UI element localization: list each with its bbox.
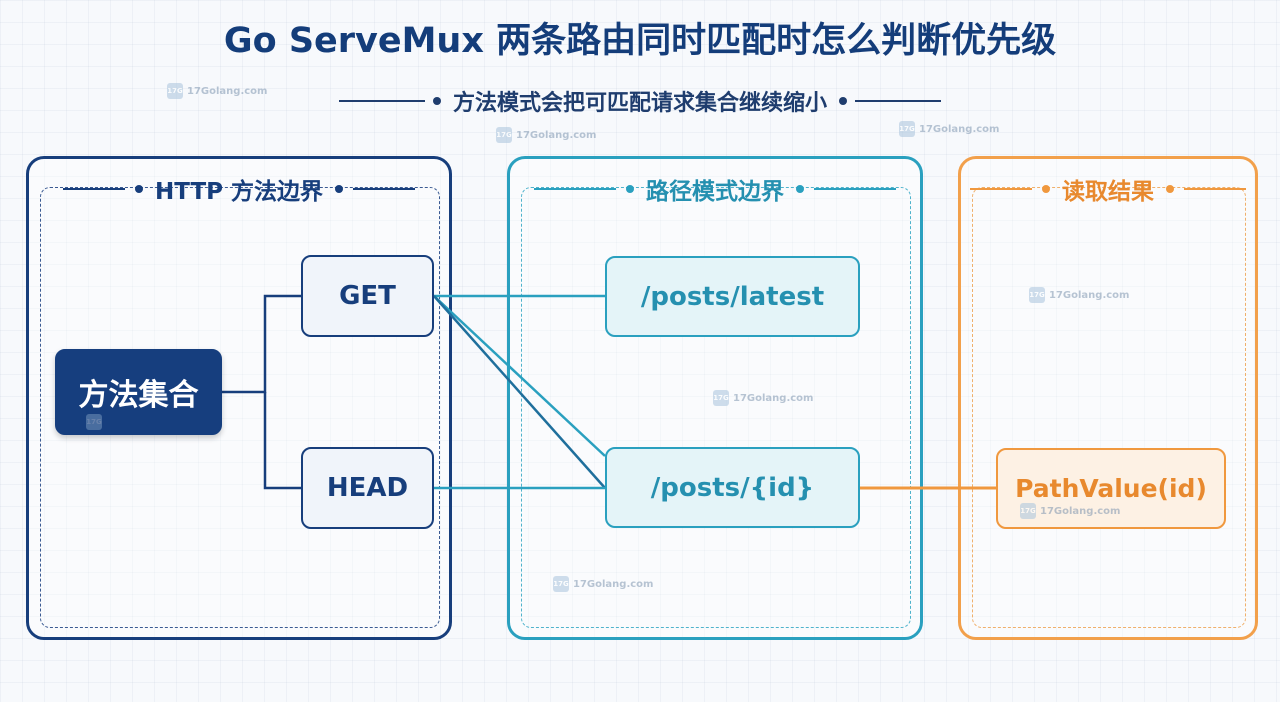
watermark-logo-icon: 17G	[86, 414, 102, 430]
get-label: GET	[339, 281, 396, 311]
posts-id-label: /posts/{id}	[650, 472, 815, 503]
set-to-get-wire	[222, 294, 301, 394]
posts-latest-node: /posts/latest	[605, 256, 860, 337]
subtitle-left-line	[338, 100, 425, 102]
watermark: 17G 17Golang.com	[1029, 287, 1129, 303]
get-method-node: GET	[301, 255, 434, 337]
result-panel	[958, 156, 1258, 640]
watermark-text: 17Golang.com	[919, 123, 1000, 135]
subtitle-row: 方法模式会把可匹配请求集合继续缩小	[0, 84, 1280, 118]
method-boundary-header: HTTP 方法边界	[26, 172, 452, 206]
method-boundary-title: HTTP 方法边界	[154, 179, 324, 205]
watermark: 17G 17Golang.com	[167, 83, 267, 99]
subtitle-left-dot	[432, 97, 441, 105]
header-line	[534, 188, 616, 190]
subtitle: 方法模式会把可匹配请求集合继续缩小	[452, 91, 827, 116]
get-to-id-wire	[433, 295, 606, 457]
header-dot	[626, 185, 634, 193]
header-line	[814, 188, 896, 190]
method-boundary-inner	[40, 187, 440, 628]
path-boundary-inner	[521, 187, 911, 628]
header-line	[1184, 188, 1246, 190]
watermark-text: 17Golang.com	[733, 392, 814, 404]
watermark: 17G 17Golang.com	[899, 121, 999, 137]
watermark-logo-icon: 17G	[1020, 503, 1036, 519]
set-to-head-wire	[263, 392, 301, 490]
header-line	[970, 188, 1032, 190]
watermark-text: 17Golang.com	[516, 129, 597, 141]
result-title: 读取结果	[1062, 179, 1154, 205]
header-line	[353, 188, 416, 190]
method-set-label: 方法集合	[78, 378, 199, 413]
path-boundary-title: 路径模式边界	[646, 179, 784, 205]
watermark-logo-icon: 17G	[899, 121, 915, 137]
header-dot	[1166, 185, 1174, 193]
watermark-text: 17Golang.com	[1049, 289, 1130, 301]
get-to-id-wire-2	[433, 295, 606, 489]
header-dot	[796, 185, 804, 193]
watermark-logo-icon: 17G	[553, 576, 569, 592]
watermark-logo-icon: 17G	[1029, 287, 1045, 303]
watermark: 17G	[86, 414, 106, 430]
posts-latest-label: /posts/latest	[640, 281, 825, 312]
watermark-logo-icon: 17G	[713, 390, 729, 406]
subtitle-right-dot	[839, 97, 847, 105]
posts-id-node: /posts/{id}	[605, 447, 860, 528]
head-method-node: HEAD	[301, 447, 434, 529]
path-boundary-header: 路径模式边界	[507, 172, 923, 206]
page-title: Go ServeMux 两条路由同时匹配时怎么判断优先级	[223, 21, 1057, 61]
watermark: 17G 17Golang.com	[1020, 503, 1120, 519]
header-line	[62, 188, 125, 190]
watermark-text: 17Golang.com	[187, 85, 268, 97]
watermark-logo-icon: 17G	[167, 83, 183, 99]
head-label: HEAD	[326, 473, 409, 503]
watermark: 17G 17Golang.com	[553, 576, 653, 592]
watermark-text: 17Golang.com	[573, 578, 654, 590]
header-dot	[1042, 185, 1050, 193]
result-inner	[972, 187, 1246, 628]
subtitle-right-line	[855, 100, 941, 102]
pathvalue-label: PathValue(id)	[1015, 474, 1207, 503]
header-dot	[134, 185, 143, 193]
watermark: 17G 17Golang.com	[713, 390, 813, 406]
header-dot	[335, 185, 344, 193]
watermark-logo-icon: 17G	[496, 127, 512, 143]
watermark-text: 17Golang.com	[1040, 505, 1121, 517]
result-header: 读取结果	[958, 172, 1258, 206]
watermark: 17G 17Golang.com	[496, 127, 596, 143]
method-set-node: 方法集合	[55, 349, 222, 435]
